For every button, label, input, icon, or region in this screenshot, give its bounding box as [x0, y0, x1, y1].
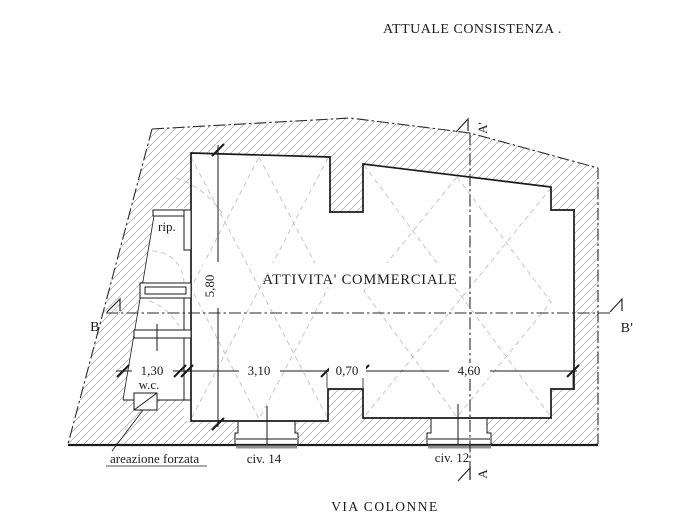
section-flag-b-prime	[609, 297, 623, 313]
section-flag-b	[106, 297, 121, 313]
entrance-14-step	[236, 445, 297, 449]
dim-tick	[566, 364, 580, 378]
wc-top-wall	[133, 329, 192, 339]
dim-wc-width: 1,30	[141, 363, 164, 378]
dim-room-depth: 5,80	[202, 275, 217, 298]
annex-wall-face	[122, 209, 156, 401]
dim-tick	[211, 417, 225, 431]
commercial-room	[190, 152, 575, 422]
wall-hatch-zone	[68, 118, 598, 445]
dim-pier: 0,70	[336, 363, 359, 378]
room-label: ATTIVITA' COMMERCIALE	[262, 272, 457, 288]
entrance-12-label: civ. 12	[435, 450, 470, 465]
section-label-a-prime: A'	[475, 122, 490, 134]
section-label-b: B	[90, 320, 100, 335]
dim-tick	[211, 143, 225, 157]
vent-diagonal	[133, 392, 158, 411]
entrance-14-label: civ. 14	[247, 451, 282, 466]
dim-bay-right: 4,60	[458, 363, 481, 378]
vault-guides	[148, 155, 552, 421]
section-flag-a	[457, 466, 471, 482]
entrances	[234, 404, 492, 449]
entrance-12-step	[428, 445, 491, 449]
shelf-inner	[144, 286, 187, 295]
dim-tick	[116, 364, 130, 378]
storage-label: rip.	[158, 219, 176, 234]
vent-leader	[111, 409, 144, 452]
entrance-14-threshold	[234, 420, 299, 446]
label-backgrounds	[132, 262, 490, 378]
drawing-title: ATTUALE CONSISTENZA .	[383, 22, 562, 37]
section-label-b-prime: B'	[621, 321, 634, 336]
vent-label: areazione forzata	[110, 451, 199, 466]
section-lines	[106, 117, 623, 482]
dim-tick	[173, 364, 187, 378]
wc-label: w.c.	[139, 377, 160, 392]
storage-right-wall	[183, 209, 192, 251]
dim-tick	[180, 364, 194, 378]
dim-bay-left: 3,10	[248, 363, 271, 378]
section-flag-a-prime	[455, 117, 469, 133]
entrance-12-threshold	[426, 417, 492, 446]
room-outline	[190, 152, 575, 422]
street-label: VIA COLONNE	[331, 499, 439, 514]
section-label-a: A	[475, 469, 490, 479]
vent	[106, 392, 207, 467]
annex-partitions	[122, 209, 192, 401]
labels: ATTUALE CONSISTENZA . ATTIVITA' COMMERCI…	[90, 22, 633, 514]
